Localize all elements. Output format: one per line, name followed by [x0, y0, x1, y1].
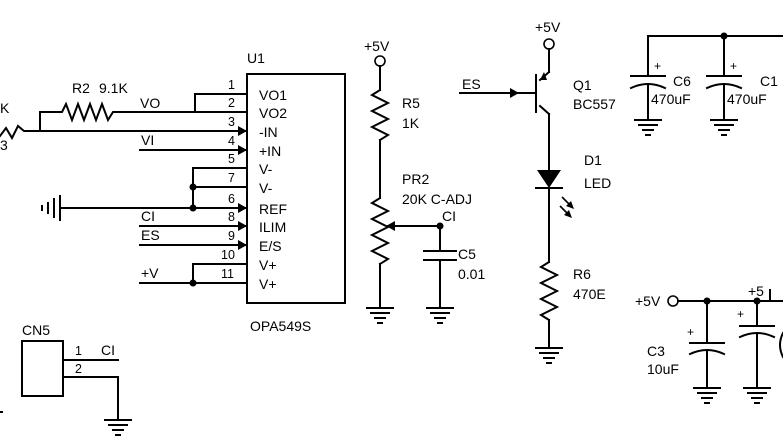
net-label-ci-cn5: CI [101, 342, 115, 358]
u1-pin-num: 6 [228, 192, 235, 206]
pr2-potentiometer: PR2 20K C-ADJ CI [366, 171, 472, 324]
ref-ground-symbol [41, 195, 61, 221]
r6-resistor: R6 470E [535, 260, 606, 364]
c1-value: 470uF [727, 91, 767, 107]
c1-polarity: + [730, 59, 737, 73]
u1-pin-name: V+ [259, 257, 277, 273]
supply-label-5v: +5V [635, 293, 661, 309]
u1-ref: U1 [247, 50, 265, 66]
supply-label-5-cut: +5 [748, 283, 764, 299]
c3-ref: C3 [647, 343, 665, 359]
u1-pin-num: 4 [228, 134, 235, 148]
c5-ref: C5 [458, 246, 476, 262]
r5-ref: R5 [402, 95, 420, 111]
bulk-capacitors: + C6 470uF + C1 470uF [629, 32, 783, 136]
u1-pin-num: 11 [221, 267, 234, 281]
u1-pin-num: 10 [221, 248, 235, 262]
c6-ref: C6 [673, 73, 691, 89]
u1-pin-name: REF [259, 201, 287, 217]
d1-led: D1 LED [535, 152, 611, 263]
r6-value: 470E [573, 286, 606, 302]
q1-value: BC557 [573, 96, 616, 112]
u1-pin-name: +IN [259, 143, 281, 159]
q1-supply-label: +5V [535, 19, 561, 35]
cn5-pin-num: 2 [75, 362, 82, 376]
c5-capacitor: C5 0.01 [423, 225, 485, 324]
d1-value: LED [584, 175, 611, 191]
c1-ref: C1 [760, 73, 778, 89]
c3-value: 10uF [647, 361, 679, 377]
c6-polarity: + [654, 59, 661, 73]
u1-pin-name: E/S [259, 238, 282, 254]
net-label-vo: VO [140, 95, 160, 111]
cn5-pin-num: 1 [75, 344, 82, 358]
u1-pin-num: 7 [228, 171, 235, 185]
r2-ref: R2 [72, 80, 90, 96]
u1-part: OPA549S [250, 318, 311, 334]
c6-value: 470uF [651, 91, 691, 107]
net-label-vi: VI [141, 132, 154, 148]
net-label-plus-v: +V [141, 265, 159, 281]
d1-ref: D1 [584, 152, 602, 168]
u1-pin-num: 8 [228, 210, 235, 224]
cn5-ref: CN5 [22, 322, 50, 338]
pr2-ref: PR2 [402, 171, 429, 187]
u1-pin-name: VO1 [259, 87, 287, 103]
c3-polarity: + [687, 325, 694, 339]
u1-opamp: U1 OPA549S 1 2 3 4 5 7 6 8 [39, 50, 346, 334]
u1-pin-num: 9 [228, 229, 235, 243]
q1-transistor: +5V ES Q1 BC557 [459, 19, 616, 171]
r5-supply-label: +5V [364, 38, 390, 54]
pr2-value: 20K C-ADJ [402, 191, 472, 207]
c-right-polarity: + [737, 307, 744, 321]
q1-ref: Q1 [573, 77, 592, 93]
r2-resistor: R2 9.1K K 3 [0, 80, 196, 153]
r5-resistor: +5V R5 1K [364, 38, 420, 199]
u1-pin-num: 3 [228, 115, 235, 129]
u1-pin-name: V+ [259, 276, 277, 292]
u1-pin-num: 5 [228, 152, 235, 166]
u1-pin-num: 1 [228, 78, 235, 92]
u1-pin-name: ILIM [259, 219, 286, 235]
net-label-ci: CI [141, 208, 155, 224]
net-label-ci-pr2: CI [442, 208, 456, 224]
net-label-es-q1: ES [462, 76, 481, 92]
decoupling-network: +5V +5 + C3 10uF + [635, 283, 783, 404]
u1-pin-name: V- [259, 180, 273, 196]
cn5-body [21, 340, 64, 397]
edge-label-3: 3 [0, 137, 8, 153]
u1-pin-name: -IN [259, 124, 278, 140]
u1-pin-name: V- [259, 161, 273, 177]
r2-value: 9.1K [99, 80, 128, 96]
r5-value: 1K [402, 115, 420, 131]
c5-value: 0.01 [458, 266, 485, 282]
u1-pin-num: 2 [228, 96, 235, 110]
edge-label-k: K [0, 100, 10, 116]
r6-ref: R6 [573, 266, 591, 282]
cn5-connector: CN5 1 2 CI [0, 322, 132, 436]
u1-pin-name: VO2 [259, 105, 287, 121]
u1-body [246, 73, 346, 304]
net-label-es: ES [141, 227, 160, 243]
